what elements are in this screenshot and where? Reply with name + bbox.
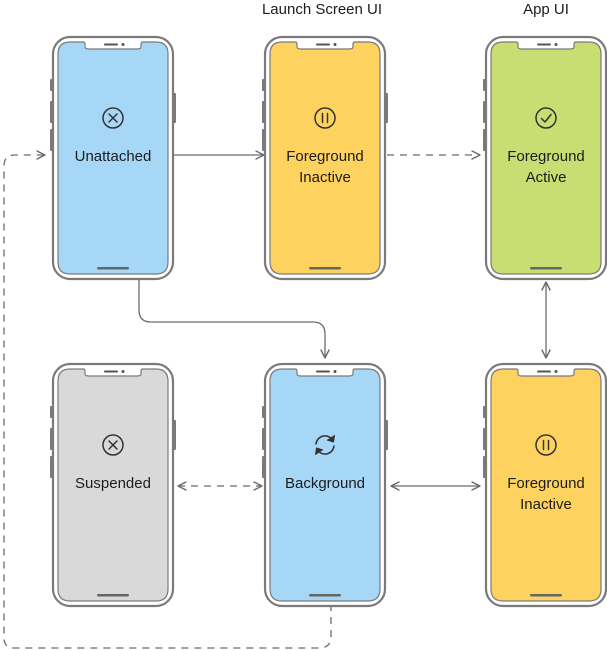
state-label-app-foreground-inactive: Inactive xyxy=(520,496,572,513)
state-label-app-foreground-inactive: Foreground xyxy=(507,475,585,492)
arrow-unattached-to-background xyxy=(138,280,330,359)
phone-camera xyxy=(333,43,337,46)
close-circle-icon xyxy=(102,107,124,129)
phone-speaker xyxy=(537,370,551,373)
pause-circle-icon xyxy=(535,434,557,456)
phone-screen xyxy=(57,41,169,275)
state-node-background: Background xyxy=(262,362,388,608)
arrow-background-to-unattached xyxy=(3,150,332,649)
state-node-suspended: Suspended xyxy=(50,362,176,608)
home-indicator xyxy=(530,267,562,270)
state-label-foreground-active: Foreground xyxy=(507,148,585,165)
phone-camera xyxy=(333,370,337,373)
home-indicator xyxy=(97,594,129,597)
transition-arrows xyxy=(3,150,551,649)
phone-camera xyxy=(121,370,125,373)
check-circle-icon xyxy=(535,107,557,129)
phone-camera xyxy=(554,43,558,46)
phone-screen xyxy=(57,368,169,602)
home-indicator xyxy=(309,594,341,597)
phone-speaker xyxy=(316,43,330,46)
close-circle-icon xyxy=(102,434,124,456)
state-label-launch-foreground-inactive: Foreground xyxy=(286,148,364,165)
phone-speaker xyxy=(104,370,118,373)
phone-screen xyxy=(269,41,381,275)
state-label-unattached: Unattached xyxy=(75,148,152,165)
state-label-background: Background xyxy=(285,475,365,492)
phone-speaker xyxy=(316,370,330,373)
state-label-foreground-active: Active xyxy=(526,169,567,186)
phone-screen xyxy=(490,368,602,602)
pause-circle-icon xyxy=(314,107,336,129)
launch-screen-ui-header: Launch Screen UI xyxy=(262,1,382,18)
state-node-unattached: Unattached xyxy=(50,35,176,281)
phone-camera xyxy=(554,370,558,373)
home-indicator xyxy=(97,267,129,270)
app-ui-header: App UI xyxy=(523,1,569,18)
phone-screen xyxy=(490,41,602,275)
home-indicator xyxy=(309,267,341,270)
phone-camera xyxy=(121,43,125,46)
refresh-icon xyxy=(315,434,335,456)
phone-speaker xyxy=(104,43,118,46)
state-label-launch-foreground-inactive: Inactive xyxy=(299,169,351,186)
home-indicator xyxy=(530,594,562,597)
state-label-suspended: Suspended xyxy=(75,475,151,492)
phone-screen xyxy=(269,368,381,602)
phone-speaker xyxy=(537,43,551,46)
